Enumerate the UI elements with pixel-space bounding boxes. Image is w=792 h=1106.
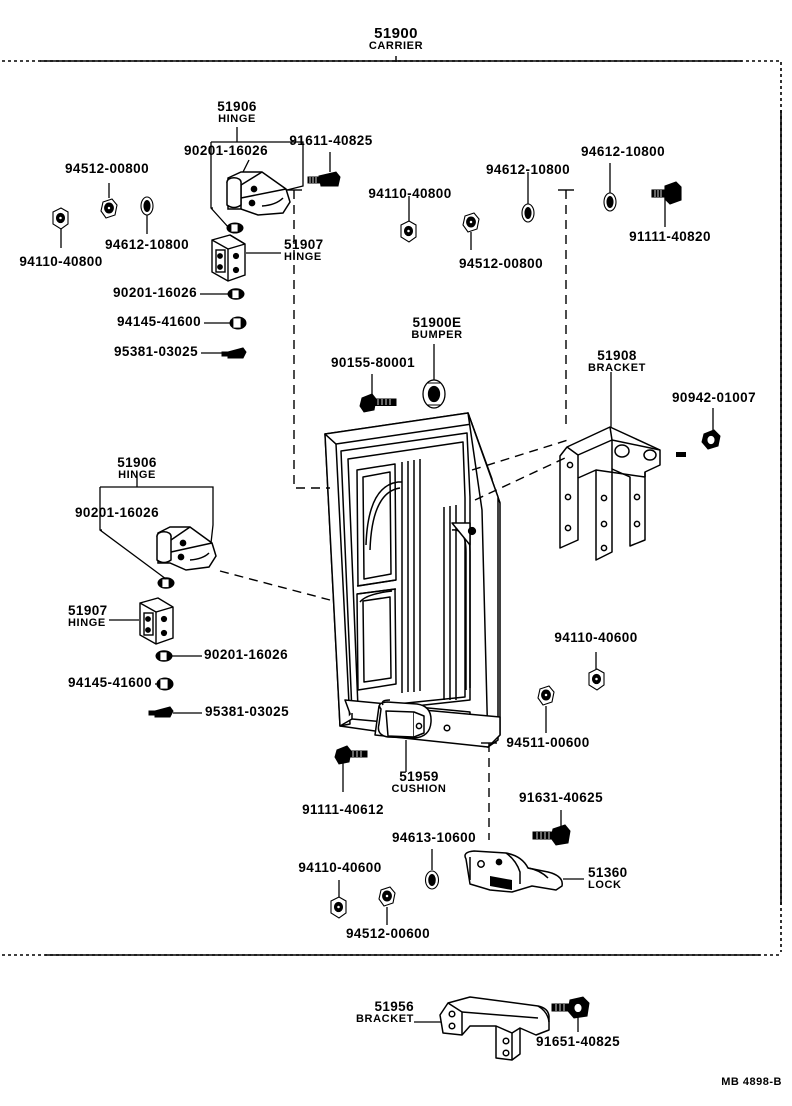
bumper-51900e-illustration (422, 379, 446, 409)
bolt-91111-40612 (334, 745, 368, 765)
assembly-dash-ticks (286, 189, 574, 744)
callout-95381-03025-lower[interactable]: 95381-03025 (205, 704, 289, 719)
callout-94512-00800-right[interactable]: 94512-00800 (459, 256, 543, 271)
callout-51959-cushion[interactable]: 51959 CUSHION (391, 769, 447, 795)
fastener-94612-10800-upper (140, 196, 154, 216)
fastener-94512-00800-upper (100, 198, 118, 219)
hinge-51907-upper-illustration (211, 234, 246, 282)
assembly-dash-lines (219, 190, 569, 840)
fastener-95381-03025-stack (221, 347, 247, 359)
callout-51360-lock[interactable]: 51360 LOCK (588, 865, 628, 891)
bolt-91631-40625 (532, 824, 571, 846)
fastener-94612-10800-mid (521, 203, 535, 223)
callout-94612-10800-right[interactable]: 94612-10800 (581, 144, 665, 159)
callout-51906-hinge-lower[interactable]: 51906 HINGE (117, 455, 157, 481)
callout-51908-bracket[interactable]: 51908 BRACKET (588, 348, 646, 374)
callout-94511-00600[interactable]: 94511-00600 (506, 735, 590, 750)
bolt-90201-16026-upper (226, 222, 244, 234)
callout-94145-41600-lower[interactable]: 94145-41600 (68, 675, 152, 690)
callout-90942-01007[interactable]: 90942-01007 (672, 390, 756, 405)
fastener-90201-16026-stack (227, 288, 245, 300)
drawing-id: MB 4898-B (721, 1076, 782, 1088)
callout-94612-10800-upper[interactable]: 94612-10800 (105, 237, 189, 252)
fastener-94512-00800-right (462, 212, 480, 233)
callout-90201-16026-lower-a[interactable]: 90201-16026 (75, 505, 159, 520)
fastener-90201-16026-lower-b (155, 650, 173, 662)
bolt-90155-80001 (359, 393, 397, 413)
callout-94110-40600[interactable]: 94110-40600 (554, 630, 638, 645)
callout-91631-40625[interactable]: 91631-40625 (519, 790, 603, 805)
fastener-90942-01007 (701, 429, 721, 450)
fastener-94511-00600 (537, 685, 555, 706)
page-title: 51900 CARRIER (368, 25, 424, 53)
callout-94512-00800-upper[interactable]: 94512-00800 (65, 161, 149, 176)
callout-91651-40825[interactable]: 91651-40825 (536, 1034, 620, 1049)
callout-94612-10800-mid[interactable]: 94612-10800 (486, 162, 570, 177)
fastener-94110-40800-upper (52, 207, 69, 230)
callout-95381-03025-stack[interactable]: 95381-03025 (114, 344, 198, 359)
callout-94110-40800-upper[interactable]: 94110-40800 (19, 254, 103, 269)
callout-90201-16026-upper[interactable]: 90201-16026 (184, 143, 268, 158)
hinge-51906-lower-illustration (156, 526, 217, 571)
hinge-51906-upper-illustration (226, 171, 291, 216)
callout-51900e-bumper[interactable]: 51900E BUMPER (411, 315, 463, 341)
fastener-91611-40825 (307, 171, 341, 187)
fastener-91111-40820 (651, 181, 682, 205)
bracket-51956-illustration (439, 996, 550, 1061)
callout-94110-40800-right[interactable]: 94110-40800 (368, 186, 452, 201)
cushion-51959-illustration (377, 699, 432, 739)
callout-51906-hinge-upper[interactable]: 51906 HINGE (217, 99, 257, 125)
fastener-94110-40800-right (400, 220, 417, 243)
callout-94512-00600[interactable]: 94512-00600 (346, 926, 430, 941)
fastener-95381-03025-lower (148, 706, 174, 718)
bolt-91651-40825 (551, 996, 590, 1019)
callout-94613-10600[interactable]: 94613-10600 (392, 830, 476, 845)
fastener-94612-10800-right (603, 192, 617, 212)
callout-51907-hinge-lower[interactable]: 51907 HINGE (68, 603, 108, 629)
carrier-panel-illustration (324, 412, 501, 748)
fastener-94145-41600-stack (229, 316, 247, 330)
fastener-94110-40600 (588, 668, 605, 691)
callout-94110-40600-bottom[interactable]: 94110-40600 (298, 860, 382, 875)
bracket-51908-illustration (559, 426, 686, 561)
callout-51907-hinge-upper[interactable]: 51907 HINGE (284, 237, 324, 263)
fastener-94145-41600-lower (156, 677, 174, 691)
callout-91111-40612[interactable]: 91111-40612 (302, 802, 384, 817)
callout-91111-40820[interactable]: 91111-40820 (629, 229, 711, 244)
fastener-94110-40600-bottom (330, 896, 347, 919)
fastener-94512-00600 (378, 886, 396, 907)
fastener-94613-10600 (424, 870, 440, 890)
leader-lines (60, 127, 714, 1032)
callout-94145-41600-stack[interactable]: 94145-41600 (117, 314, 201, 329)
lock-51360-illustration (464, 850, 563, 893)
callout-90201-16026-lower-b[interactable]: 90201-16026 (204, 647, 288, 662)
hinge-51907-lower-illustration (139, 597, 174, 645)
callout-90201-16026-stack[interactable]: 90201-16026 (113, 285, 197, 300)
callout-90155-80001[interactable]: 90155-80001 (331, 355, 415, 370)
fastener-90201-16026-lower-a (157, 577, 175, 589)
callout-51956-bracket[interactable]: 51956 BRACKET (356, 999, 414, 1025)
callout-91611-40825[interactable]: 91611-40825 (289, 133, 373, 148)
diagram-frame (2, 60, 782, 956)
